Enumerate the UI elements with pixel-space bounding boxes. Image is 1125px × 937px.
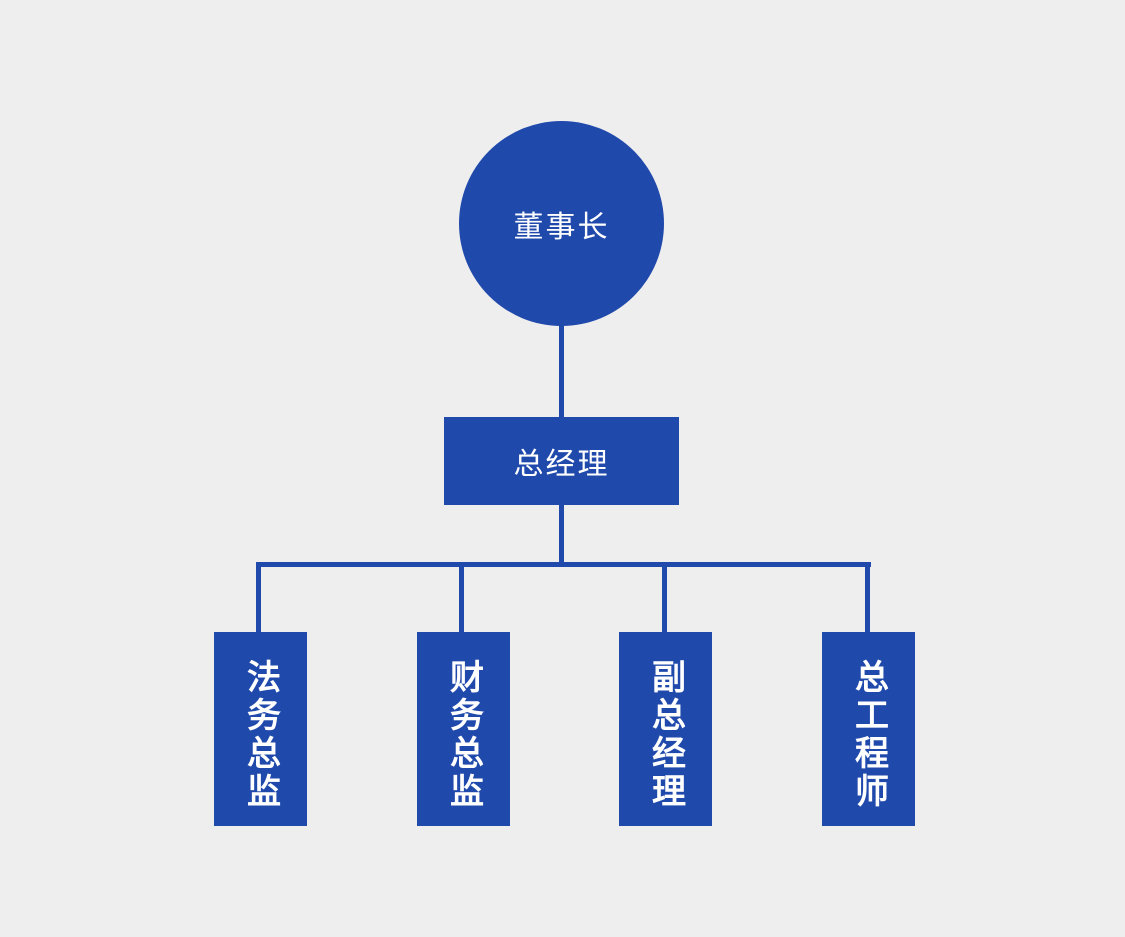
org-node-legal-director[interactable]: 法务总监 — [214, 632, 307, 826]
org-node-chairman[interactable]: 董事长 — [459, 121, 664, 326]
org-node-general-manager-label: 总经理 — [513, 448, 610, 481]
org-node-chief-engineer[interactable]: 总工程师 — [822, 632, 915, 826]
connector-general-manager-stem — [559, 503, 564, 565]
connector-horizontal-bus — [256, 562, 871, 567]
connector-drop-legal-director — [256, 562, 261, 634]
org-node-finance-director[interactable]: 财务总监 — [417, 632, 510, 826]
connector-drop-deputy-general-manager — [662, 562, 667, 634]
connector-drop-chief-engineer — [865, 562, 870, 634]
connector-drop-finance-director — [459, 562, 464, 634]
org-node-deputy-general-manager[interactable]: 副总经理 — [619, 632, 712, 826]
org-node-general-manager[interactable]: 总经理 — [444, 417, 679, 505]
org-node-chairman-label: 董事长 — [513, 210, 610, 244]
connector-chairman-to-general-manager — [559, 320, 564, 420]
